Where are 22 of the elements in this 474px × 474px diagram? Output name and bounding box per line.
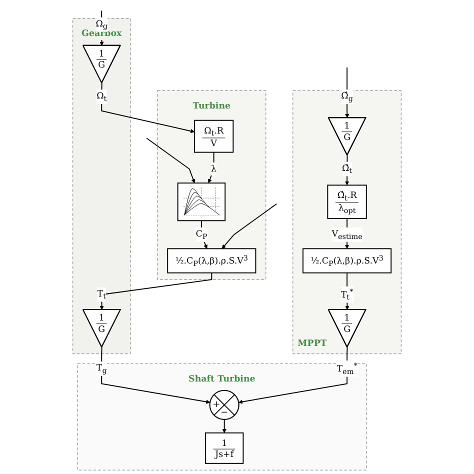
arrow [100, 272, 212, 310]
edge-label: Ω̂$_{g}$ [341, 91, 353, 103]
edge-label: T$_{g}$ [96, 362, 107, 375]
edge-label: λ [211, 164, 217, 174]
edge-label: V$_{estime}$ [332, 228, 362, 241]
edge-label: C$_{P}$ [196, 228, 208, 241]
arrow [101, 346, 210, 404]
edge-label: T$_{t}$ [97, 288, 106, 301]
node-box: Ω̂$_{t}$.R λ$_{opt}$ [327, 184, 367, 220]
node-picture [177, 182, 226, 222]
edge-label: Ω̂$_{t}$ [342, 163, 352, 176]
arrow [222, 418, 226, 434]
arrow [101, 82, 195, 134]
node-box: ½.C$_{P}$(λ,β).ρ.S.V$^{3}$ [302, 248, 392, 274]
node-box: ½.C$_{P}$(λ,β).ρ.S.V$^{3}$ [167, 248, 256, 274]
edge-label: Ω$_{t}$ [96, 91, 107, 103]
node-box: Ω$_{t}$.R V [194, 120, 234, 153]
arrow [146, 138, 196, 184]
edge-label: Ω$_{g}$ [96, 18, 108, 31]
arrow [238, 346, 348, 404]
node-box: 1 Js+f [204, 432, 244, 464]
arrow [222, 203, 278, 249]
